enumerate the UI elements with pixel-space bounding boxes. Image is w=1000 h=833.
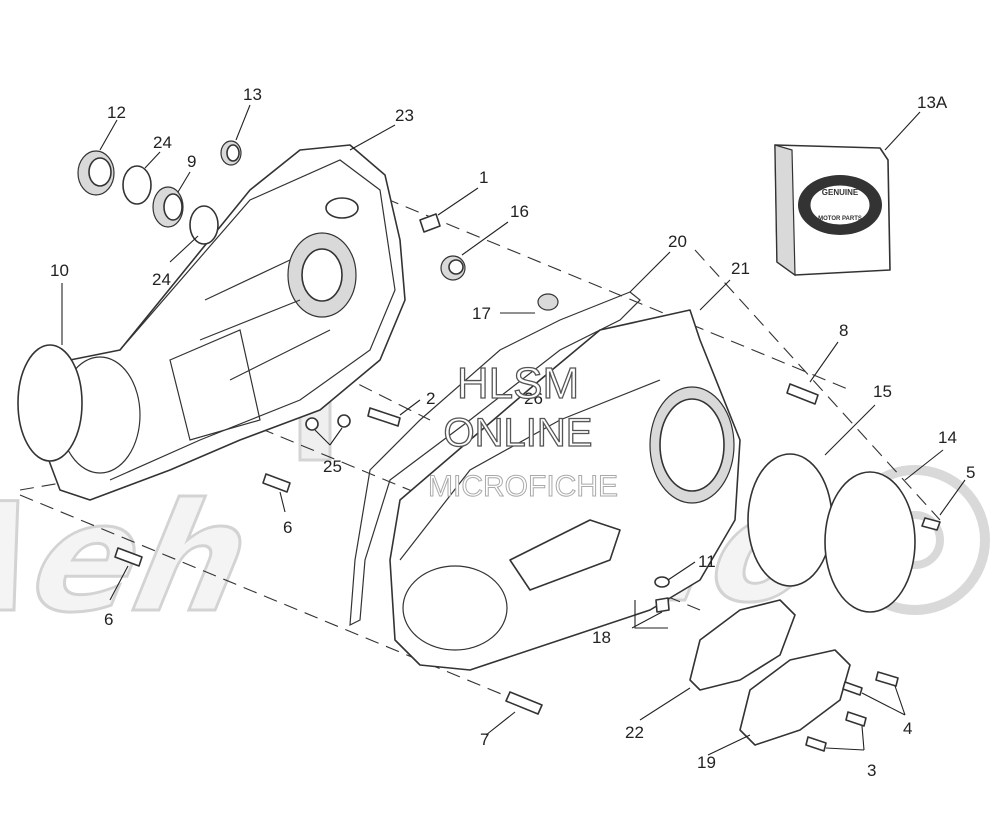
gasket-20 xyxy=(349,291,641,627)
callout-24-lower: 24 xyxy=(152,270,171,289)
washer-25a xyxy=(305,417,319,431)
badge-bottom-text: MOTOR PARTS xyxy=(818,216,862,222)
screw-3b xyxy=(805,736,827,752)
screw-6-upper xyxy=(262,473,291,493)
callout-4: 4 xyxy=(903,719,912,738)
callout-11: 11 xyxy=(698,552,716,571)
callout-10: 10 xyxy=(50,261,69,280)
callout-15: 15 xyxy=(873,382,892,401)
callout-8: 8 xyxy=(839,321,848,340)
callout-12: 12 xyxy=(107,103,126,122)
gasket-15 xyxy=(747,453,833,587)
parts-kit-box: GENUINE MOTOR PARTS xyxy=(774,144,891,277)
retaining-ring-24-lower xyxy=(189,205,219,245)
callout-17: 17 xyxy=(472,304,491,323)
seal-12 xyxy=(77,150,115,196)
seal-13 xyxy=(220,140,242,166)
screw-7 xyxy=(505,691,543,715)
watermark-line2: ONLINE xyxy=(444,411,593,455)
callout-6-upper: 6 xyxy=(283,518,292,537)
callout-26: 26 xyxy=(524,389,543,408)
bearing-9 xyxy=(152,186,184,228)
callout-5: 5 xyxy=(966,463,975,482)
screw-6-lower xyxy=(114,547,143,567)
callout-25: 25 xyxy=(323,457,342,476)
callout-1: 1 xyxy=(479,168,488,187)
inner-primary-housing xyxy=(44,144,406,501)
derby-cover-19 xyxy=(739,649,851,746)
callout-13a: 13A xyxy=(917,93,948,112)
retaining-ring-24-upper xyxy=(122,165,152,205)
clutch-cover-14 xyxy=(824,471,916,613)
callout-19: 19 xyxy=(697,753,716,772)
watermark-line3: MICROFICHE xyxy=(428,470,618,503)
gasket-22 xyxy=(689,599,796,691)
watermark-line1: HLSM xyxy=(457,359,579,408)
screw-8 xyxy=(786,383,819,405)
callout-13: 13 xyxy=(243,85,262,104)
callout-18: 18 xyxy=(592,628,611,647)
screw-4a xyxy=(875,671,899,687)
callout-21: 21 xyxy=(731,259,750,278)
callout-23: 23 xyxy=(395,106,414,125)
hlsm-watermark: HLSM ONLINE MICROFICHE xyxy=(428,358,619,503)
callout-3: 3 xyxy=(867,761,876,780)
callout-14: 14 xyxy=(938,428,957,447)
washer-25b xyxy=(337,414,351,428)
callout-16: 16 xyxy=(510,202,529,221)
gasket-10 xyxy=(17,344,83,462)
callout-20: 20 xyxy=(668,232,687,251)
screw-5 xyxy=(921,517,941,531)
callout-9: 9 xyxy=(187,152,196,171)
dowel-1 xyxy=(419,213,441,233)
screw-4b xyxy=(842,681,863,696)
callout-6-lower: 6 xyxy=(104,610,113,629)
seal-16 xyxy=(440,255,466,281)
callout-labels: 1 2 3 4 5 6 6 7 8 9 10 11 12 13 13A 14 1… xyxy=(50,85,975,780)
screw-3a xyxy=(845,711,867,727)
outer-primary-cover xyxy=(389,293,741,671)
callout-22: 22 xyxy=(625,723,644,742)
screw-2 xyxy=(367,407,401,427)
o-ring-11 xyxy=(654,576,670,588)
callout-24-upper: 24 xyxy=(153,133,172,152)
plug-18 xyxy=(655,597,670,613)
leader-lines xyxy=(61,104,966,756)
callout-7: 7 xyxy=(480,730,489,749)
callout-2: 2 xyxy=(426,389,435,408)
badge-top-text: GENUINE xyxy=(822,188,859,197)
